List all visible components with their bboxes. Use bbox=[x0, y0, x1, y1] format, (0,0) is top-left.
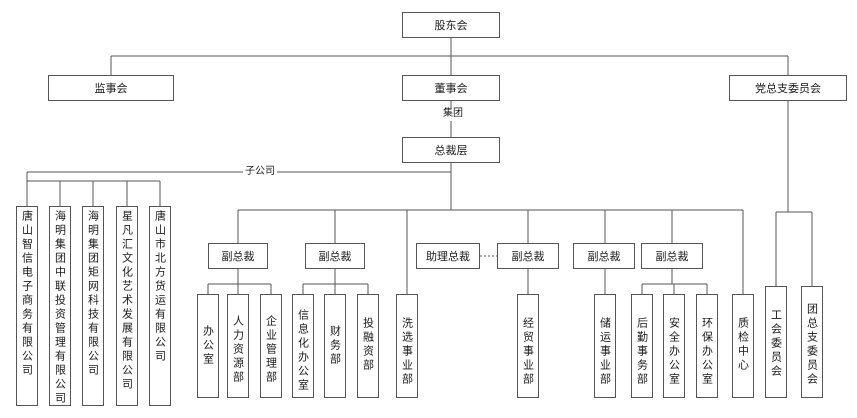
subsidiary-label: 唐山智信电子商务有限公司 bbox=[20, 210, 34, 378]
department-label: 环保办公室 bbox=[700, 317, 714, 387]
subsidiary-box: 唐山市北方货运有限公司 bbox=[149, 206, 171, 406]
department-box: 工会委员会 bbox=[765, 286, 787, 398]
department-box: 财务部 bbox=[324, 294, 346, 398]
subsidiary-label: 海明集团中联投资管理有限公司 bbox=[53, 210, 67, 406]
department-label: 信息化办公室 bbox=[296, 309, 310, 393]
department-box: 后勤事务部 bbox=[631, 294, 653, 398]
department-box: 投融资部 bbox=[357, 294, 379, 398]
group-edge-label: 集团 bbox=[441, 108, 465, 119]
supervisory-board-box: 监事会 bbox=[48, 75, 174, 101]
subsidiary-box: 海明集团矩网科技有限公司 bbox=[82, 206, 104, 406]
department-label: 后勤事务部 bbox=[635, 317, 649, 387]
board-of-directors-box: 董事会 bbox=[402, 75, 500, 101]
vp-box: 副总裁 bbox=[305, 243, 365, 269]
department-box: 信息化办公室 bbox=[292, 294, 314, 398]
department-box: 储运事业部 bbox=[594, 294, 616, 398]
department-label: 财务部 bbox=[328, 325, 342, 367]
subsidiary-label: 海明集团矩网科技有限公司 bbox=[86, 210, 100, 378]
vp-box: 副总裁 bbox=[497, 243, 559, 269]
president-box: 总裁层 bbox=[402, 137, 500, 163]
department-label: 人力资源部 bbox=[231, 315, 245, 385]
party-committee-box: 党总支委员会 bbox=[729, 75, 847, 101]
subsidiary-box: 海明集团中联投资管理有限公司 bbox=[49, 206, 71, 406]
department-box: 环保办公室 bbox=[696, 294, 718, 398]
department-box: 安全办公室 bbox=[663, 294, 685, 398]
department-label: 工会委员会 bbox=[769, 309, 783, 379]
department-label: 办公室 bbox=[201, 325, 215, 367]
subsidiaries-edge-label: 子公司 bbox=[243, 166, 277, 177]
department-box: 企业管理部 bbox=[260, 294, 282, 398]
department-label: 投融资部 bbox=[361, 317, 375, 373]
department-box: 人力资源部 bbox=[227, 294, 249, 398]
subsidiary-label: 星凡汇文化艺术发展有限公司 bbox=[120, 210, 134, 392]
department-box: 团总支委员会 bbox=[801, 286, 823, 398]
department-label: 洗选事业部 bbox=[400, 317, 414, 387]
department-box: 质检中心 bbox=[732, 294, 754, 398]
department-label: 安全办公室 bbox=[667, 317, 681, 387]
shareholders-box: 股东会 bbox=[402, 12, 500, 38]
department-box: 洗选事业部 bbox=[396, 294, 418, 398]
subsidiary-label: 唐山市北方货运有限公司 bbox=[153, 210, 167, 364]
department-box: 办公室 bbox=[197, 294, 219, 398]
assistant-president-box: 助理总裁 bbox=[416, 243, 480, 269]
department-label: 储运事业部 bbox=[598, 317, 612, 387]
department-label: 经贸事业部 bbox=[521, 317, 535, 387]
subsidiary-box: 唐山智信电子商务有限公司 bbox=[16, 206, 38, 406]
vp-box: 副总裁 bbox=[573, 243, 635, 269]
vp-box: 副总裁 bbox=[208, 243, 268, 269]
department-label: 企业管理部 bbox=[264, 315, 278, 385]
department-label: 质检中心 bbox=[736, 317, 750, 373]
department-label: 团总支委员会 bbox=[805, 303, 819, 387]
subsidiary-box: 星凡汇文化艺术发展有限公司 bbox=[116, 206, 138, 406]
department-box: 经贸事业部 bbox=[517, 294, 539, 398]
vp-box: 副总裁 bbox=[641, 243, 703, 269]
